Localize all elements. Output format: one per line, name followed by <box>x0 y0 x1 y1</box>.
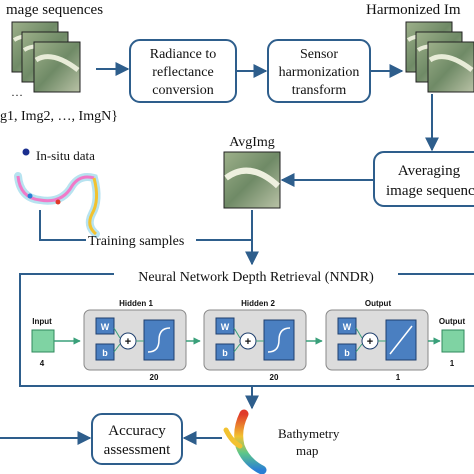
insitu-track-icon <box>14 148 101 238</box>
insitu-label: In-situ data <box>36 148 95 163</box>
nn-hidden1-weight <box>95 317 115 335</box>
nn-input-node <box>31 329 55 353</box>
nn-hidden1-count: 20 <box>150 373 159 382</box>
nn-output-bias-symbol: b <box>344 348 350 358</box>
training-samples-label: Training samples <box>88 234 184 249</box>
radiance-line1: Radiance to <box>150 47 216 62</box>
nn-output-count: 1 <box>396 373 401 382</box>
nn-hidden2-plus: + <box>245 336 251 348</box>
nn-output-weight <box>337 317 357 335</box>
nn-output-plus: + <box>367 336 373 348</box>
averaging-line2: image sequenc <box>386 183 474 199</box>
avgimg-label: AvgImg <box>229 135 275 150</box>
nn-final-output-count: 1 <box>450 359 455 368</box>
harmonized-image-stack <box>405 21 474 93</box>
sensor-line3: transform <box>292 83 347 98</box>
nn-input-count: 4 <box>40 359 45 368</box>
nn-hidden2-count: 20 <box>270 373 279 382</box>
accuracy-assessment-box <box>91 413 183 465</box>
nn-final-output-node <box>441 329 465 353</box>
nn-hidden2-weight <box>215 317 235 335</box>
image-sequences-label: mage sequences <box>6 2 103 18</box>
accuracy-line1: Accuracy <box>108 423 166 439</box>
nn-hidden1-bias-symbol: b <box>102 348 108 358</box>
nn-output-layer-label: Output <box>365 299 392 308</box>
sensor-line1: Sensor <box>300 47 338 62</box>
input-ellipsis: … <box>11 85 23 99</box>
input-image-stack <box>11 21 81 93</box>
harmonized-label: Harmonized Im <box>366 2 461 18</box>
nn-hidden1-label: Hidden 1 <box>119 299 153 308</box>
accuracy-line2: assessment <box>104 442 171 458</box>
nn-output-weight-symbol: W <box>343 322 352 332</box>
nn-hidden2-bias-symbol: b <box>222 348 228 358</box>
image-list-label: g1, Img2, …, ImgN} <box>0 109 118 124</box>
avgimg-thumbnail <box>223 151 281 209</box>
nn-hidden1-weight-symbol: W <box>101 322 110 332</box>
sensor-line2: harmonization <box>279 65 360 80</box>
bathymetry-line1: Bathymetry <box>278 426 340 441</box>
insitu-connector <box>39 210 86 241</box>
radiance-line2: reflectance <box>152 65 213 80</box>
nn-input-label: Input <box>32 317 52 326</box>
bathymetry-map-icon <box>223 409 267 474</box>
averaging-line1: Averaging <box>398 163 461 179</box>
bathymetry-line2: map <box>296 443 318 458</box>
nn-hidden1-plus: + <box>125 336 131 348</box>
nn-hidden2-weight-symbol: W <box>221 322 230 332</box>
nn-hidden2-label: Hidden 2 <box>241 299 275 308</box>
nn-final-output-label: Output <box>439 317 466 326</box>
radiance-line3: conversion <box>152 83 213 98</box>
nndr-title: Neural Network Depth Retrieval (NNDR) <box>138 270 374 285</box>
